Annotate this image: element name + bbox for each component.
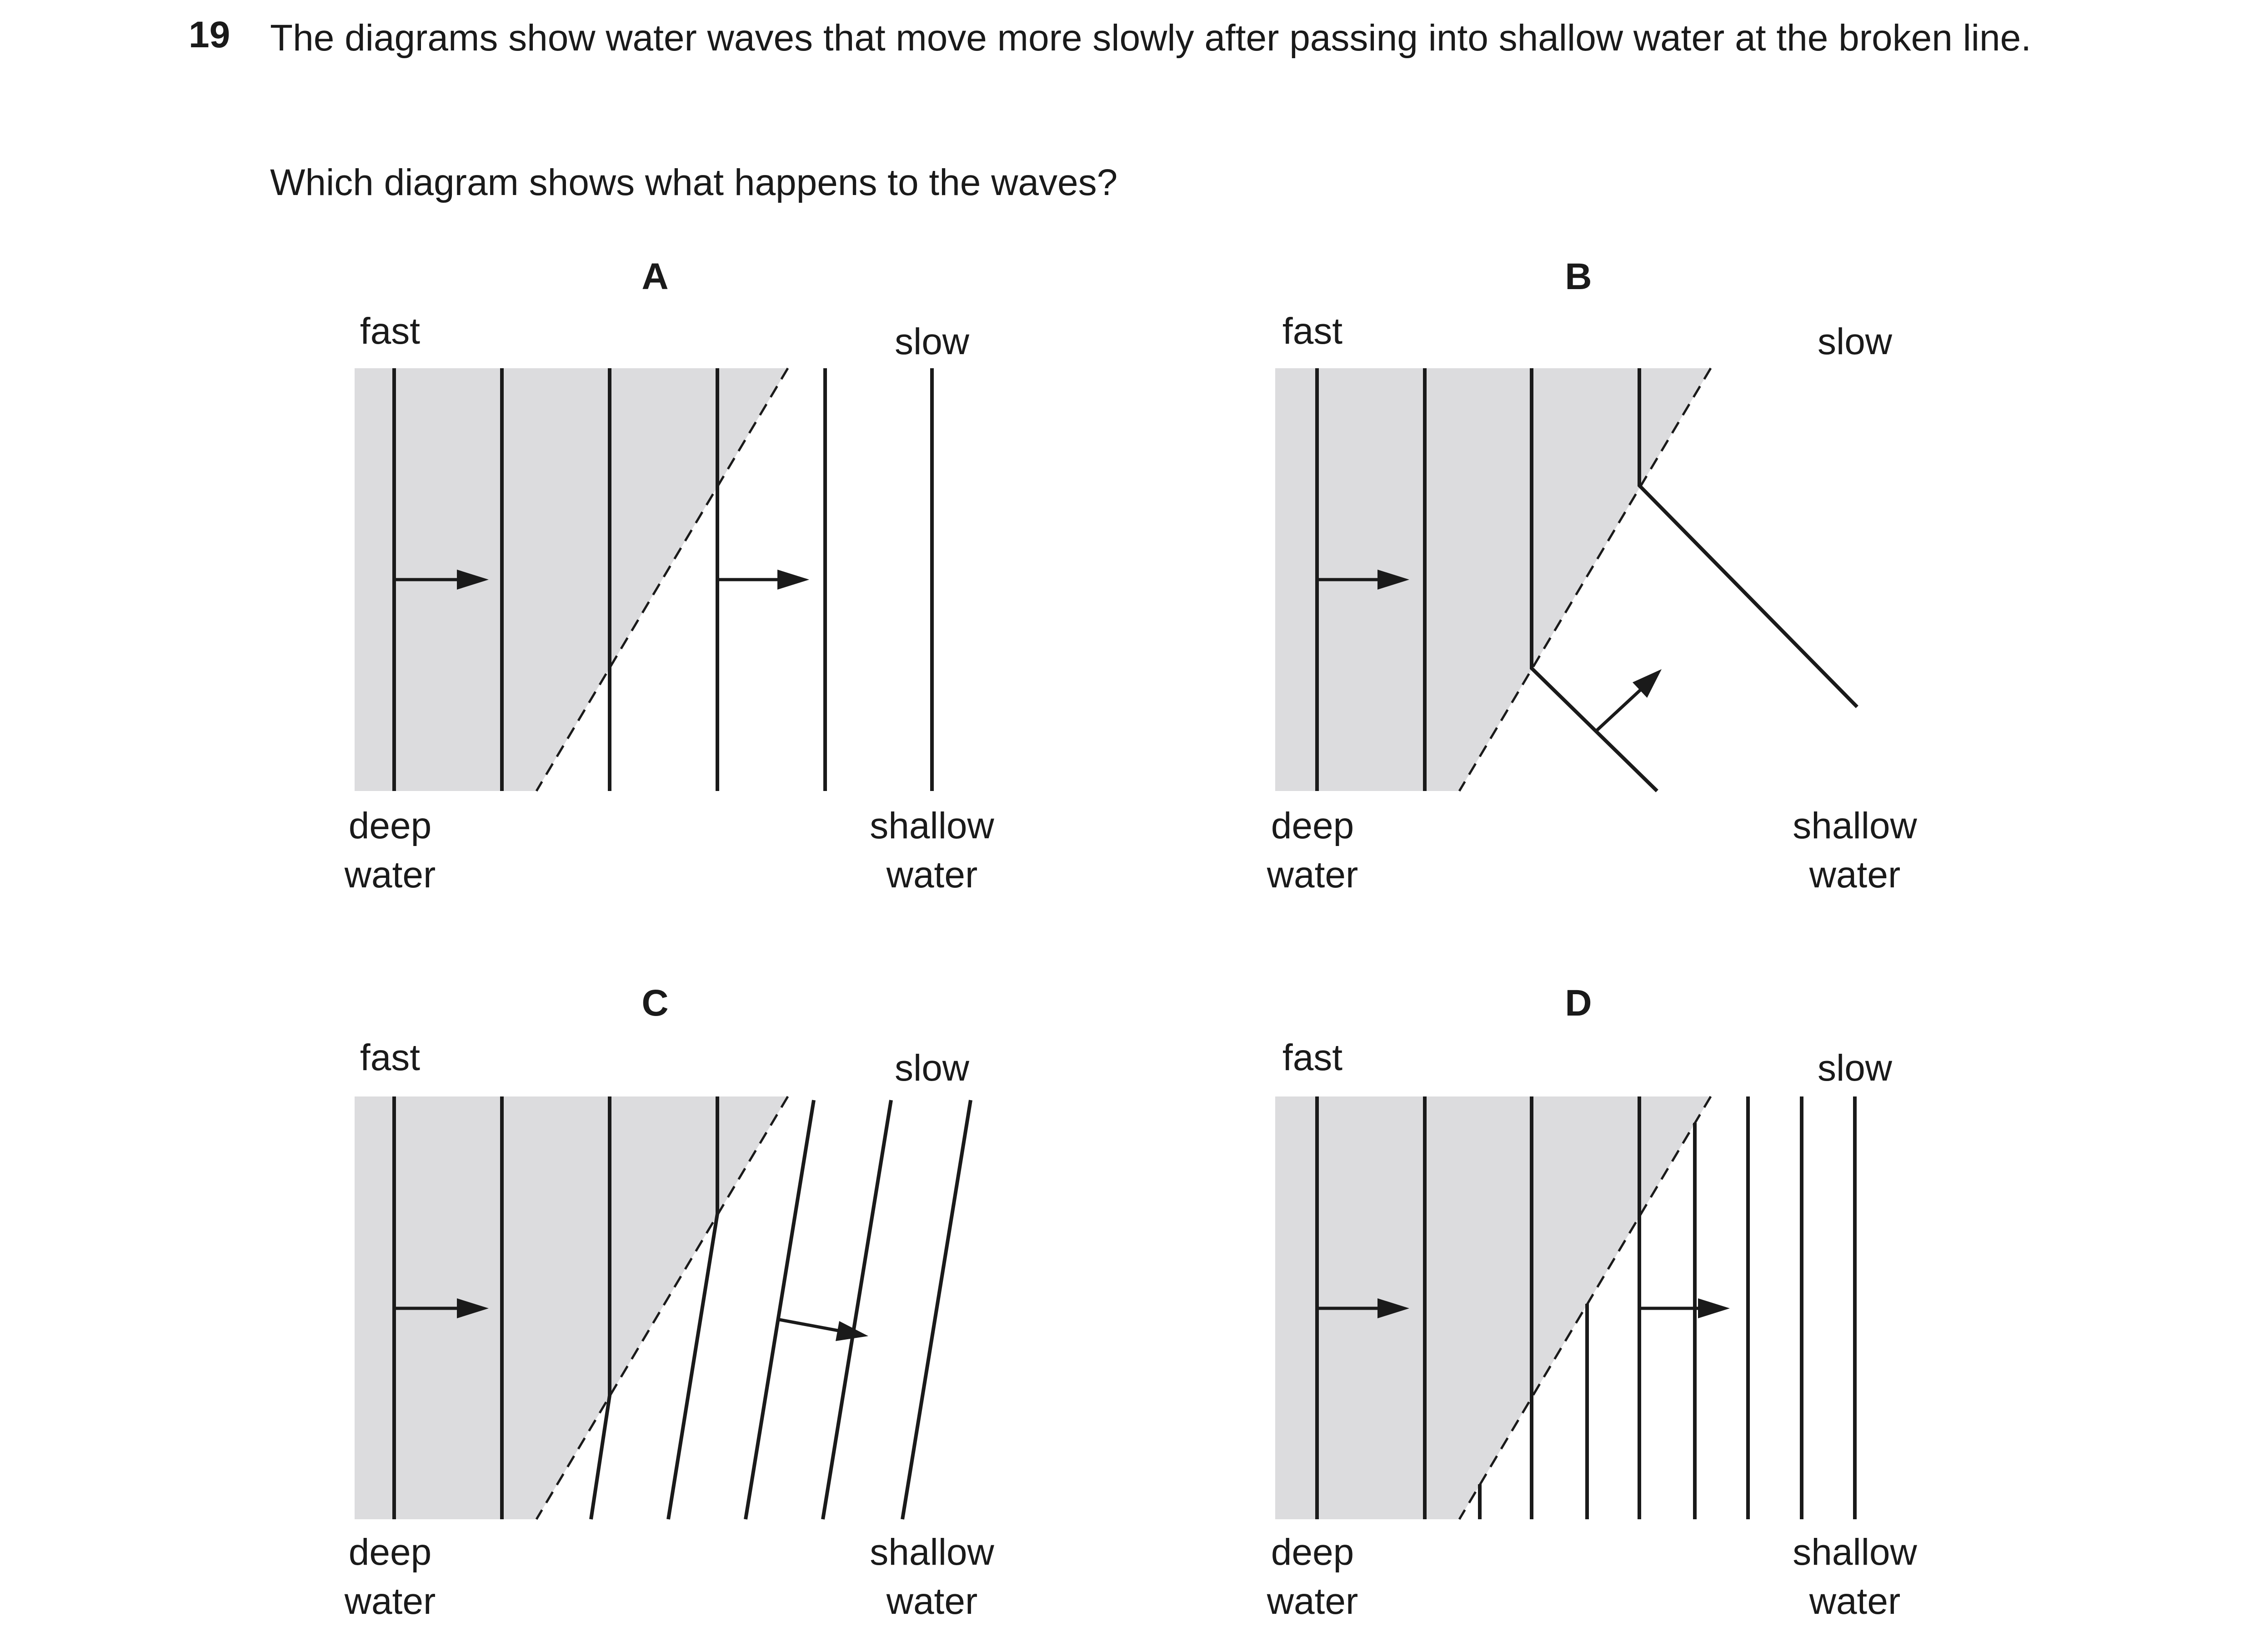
question-text: The diagrams show water waves that move … <box>270 17 2032 59</box>
diagram-b-letter: B <box>1565 256 1592 297</box>
diagram-a-fast-label: fast <box>360 310 421 352</box>
diagram-d-fast-label: fast <box>1282 1037 1343 1078</box>
diagram-d-slow-label: slow <box>1817 1047 1893 1089</box>
diagram-d-letter: D <box>1565 982 1592 1024</box>
wavefront <box>901 1100 972 1520</box>
diagram-b-fast-label: fast <box>1282 310 1343 352</box>
wavefront <box>666 1096 719 1520</box>
direction-arrow <box>1317 1298 1409 1318</box>
boundary-broken-line <box>1458 1096 1712 1520</box>
direction-arrow <box>717 570 809 590</box>
question-number: 19 <box>189 14 230 55</box>
wavefront <box>821 1100 893 1520</box>
diagram-c-slow-label: slow <box>894 1047 970 1089</box>
wavefront <box>1638 368 1858 708</box>
diagram-c-letter: C <box>641 982 669 1024</box>
boundary-broken-line <box>535 1096 789 1520</box>
diagram-b-slow-label: slow <box>1817 321 1893 362</box>
deep-water-region <box>355 368 788 791</box>
diagram-a-slow-label: slow <box>894 321 970 362</box>
direction-arrow <box>394 1298 489 1318</box>
wavefronts <box>392 1096 972 1520</box>
deep-water-region <box>355 1096 788 1519</box>
wavefront <box>744 1100 816 1520</box>
diagram-c-fast-label: fast <box>360 1037 421 1078</box>
direction-arrow <box>1595 669 1662 732</box>
direction-arrow <box>779 1318 868 1341</box>
deep-water-region <box>1275 1096 1711 1519</box>
boundary-broken-line <box>1458 367 1712 792</box>
deep-water-region <box>1275 368 1711 791</box>
diagram-a-letter: A <box>641 256 669 297</box>
direction-arrow <box>394 570 489 590</box>
question-prompt: Which diagram shows what happens to the … <box>270 162 1118 203</box>
wavefront <box>589 1096 611 1520</box>
boundary-broken-line <box>535 367 789 792</box>
direction-arrow <box>1639 1298 1730 1318</box>
wavefront <box>1530 368 1658 792</box>
direction-arrow <box>1317 570 1409 590</box>
